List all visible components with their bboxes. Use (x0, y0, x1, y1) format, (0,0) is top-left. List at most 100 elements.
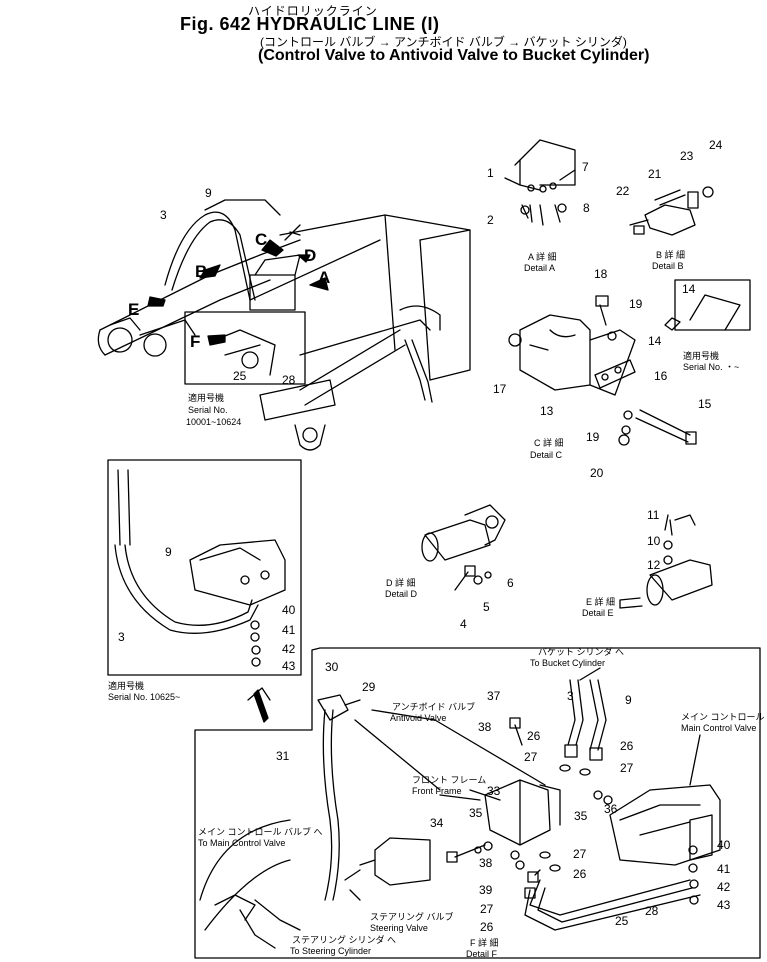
detail-b-caption-jp: B 詳 細 (656, 250, 686, 260)
callout-3: 3 (160, 208, 167, 222)
later-serial-box-drawing (107, 459, 302, 676)
detail-c-part-14: 14 (648, 334, 662, 348)
detail-c-part-13: 13 (540, 404, 554, 418)
detail-b-drawing (629, 186, 714, 236)
main-cv-jp: メイン コントロール バルブ (681, 712, 767, 722)
later-box-part-9: 9 (165, 545, 172, 559)
detail-a-caption-jp: A 詳 細 (528, 252, 557, 262)
detail-f-part-29: 29 (362, 680, 376, 694)
to-main-cv-jp: メイン コントロール バルブ へ (198, 827, 323, 837)
callout-A: A (318, 268, 331, 287)
callout-28: 28 (282, 373, 296, 387)
detail-e-drawing (619, 514, 713, 609)
detail-f-part-43: 43 (717, 898, 731, 912)
later-box-part-40: 40 (282, 603, 296, 617)
detail-a-part-2: 2 (487, 213, 494, 227)
detail-f-part-9: 9 (625, 693, 632, 707)
later-box-serial-jp: 適用号機 (108, 681, 145, 691)
detail-f-part-26d: 26 (480, 920, 494, 934)
detail-e-caption: Detail E (582, 608, 614, 618)
detail-c-part-15: 15 (698, 397, 712, 411)
antivoid: Antivoid Valve (390, 713, 447, 723)
detail-f-part-41: 41 (717, 862, 731, 876)
later-box-part-43: 43 (282, 659, 296, 673)
callout-F: F (190, 332, 201, 351)
detail-d-drawing (421, 504, 506, 591)
detail-f-part-27d: 27 (480, 902, 494, 916)
figure-title: Fig. 642 HYDRAULIC LINE (I) (180, 14, 440, 34)
detail-e-part-12: 12 (647, 558, 661, 572)
detail-f-part-33: 33 (487, 784, 501, 798)
to-steering-cyl: To Steering Cylinder (290, 946, 372, 956)
detail-d-caption-jp: D 詳 細 (386, 578, 416, 588)
detail-f-part-3: 3 (567, 689, 574, 703)
detail-c-caption-jp: C 詳 細 (534, 438, 564, 448)
detail-f-part-26b: 26 (620, 739, 634, 753)
detail-b-part-22: 22 (616, 184, 630, 198)
detail-f-part-42: 42 (717, 880, 731, 894)
callout-C: C (255, 230, 268, 249)
callout-B: B (195, 262, 208, 281)
main-machine-drawing (97, 199, 471, 451)
detail-f-part-27a: 27 (524, 750, 538, 764)
serial-label-jp: 適用号機 (188, 393, 225, 403)
serial-range: 10001~10624 (186, 417, 242, 427)
callout-E: E (128, 300, 140, 319)
to-bucket-jp: バケット シリンダ へ (538, 647, 625, 657)
detail-d-part-5: 5 (483, 600, 490, 614)
later-box-part-42: 42 (282, 642, 296, 656)
detail-e-part-10: 10 (647, 534, 661, 548)
detail-f-part-26c: 26 (573, 867, 587, 881)
detail-c-part-20: 20 (590, 466, 604, 480)
detail-c-inset-serial-jp: 適用号機 (683, 351, 720, 361)
detail-a-drawing (504, 139, 576, 226)
detail-c-part-18: 18 (594, 267, 608, 281)
detail-f-part-37: 37 (487, 689, 501, 703)
callout-25: 25 (233, 369, 247, 383)
detail-f-part-35a: 35 (469, 806, 483, 820)
detail-f-part-28: 28 (645, 904, 659, 918)
detail-c-drawing (508, 279, 751, 446)
callout-arrows (147, 239, 329, 346)
detail-f-caption-jp: F 詳 細 (470, 938, 499, 948)
detail-c-part-19b: 19 (586, 430, 600, 444)
main-cv: Main Control Valve (681, 723, 757, 733)
to-steering-cyl-jp: ステアリング シリンダ へ (292, 935, 397, 945)
detail-f-part-40: 40 (717, 838, 731, 852)
detail-f-part-36: 36 (604, 802, 618, 816)
detail-d-part-6: 6 (507, 576, 514, 590)
pointer-arrow (247, 687, 271, 723)
detail-f-part-25: 25 (615, 914, 629, 928)
front-frame: Front Frame (412, 786, 462, 796)
callout-D: D (304, 246, 317, 265)
detail-a-part-7: 7 (582, 160, 589, 174)
to-bucket: To Bucket Cylinder (530, 658, 606, 668)
to-main-cv: To Main Control Valve (198, 838, 286, 848)
detail-f-part-39: 39 (479, 883, 493, 897)
detail-f-part-35b: 35 (574, 809, 588, 823)
detail-d-caption: Detail D (385, 589, 418, 599)
detail-f-part-34: 34 (430, 816, 444, 830)
detail-f-part-27b: 27 (620, 761, 634, 775)
later-box-part-3: 3 (118, 630, 125, 644)
front-frame-jp: フロント フレーム (412, 775, 487, 785)
serial-label: Serial No. (188, 405, 228, 415)
detail-f-part-38a: 38 (478, 720, 492, 734)
detail-b-caption: Detail B (652, 261, 684, 271)
detail-c-part-16: 16 (654, 369, 668, 383)
later-box-part-41: 41 (282, 623, 296, 637)
detail-a-part-1: 1 (487, 166, 494, 180)
detail-c-inset-serial: Serial No. ・~ (683, 362, 740, 372)
detail-c-caption: Detail C (530, 450, 563, 460)
title-japanese: ハイドロリックライン (248, 4, 378, 18)
antivoid-jp: アンチボイド バルブ (392, 702, 476, 712)
detail-e-caption-jp: E 詳 細 (586, 597, 616, 607)
detail-f-part-26a: 26 (527, 729, 541, 743)
detail-c-inset-part-14: 14 (682, 282, 696, 296)
detail-d-part-4: 4 (460, 617, 467, 631)
detail-f-frame (194, 647, 761, 959)
detail-f-part-38b: 38 (479, 856, 493, 870)
detail-a-caption: Detail A (524, 263, 556, 273)
detail-f-part-31: 31 (276, 749, 290, 763)
